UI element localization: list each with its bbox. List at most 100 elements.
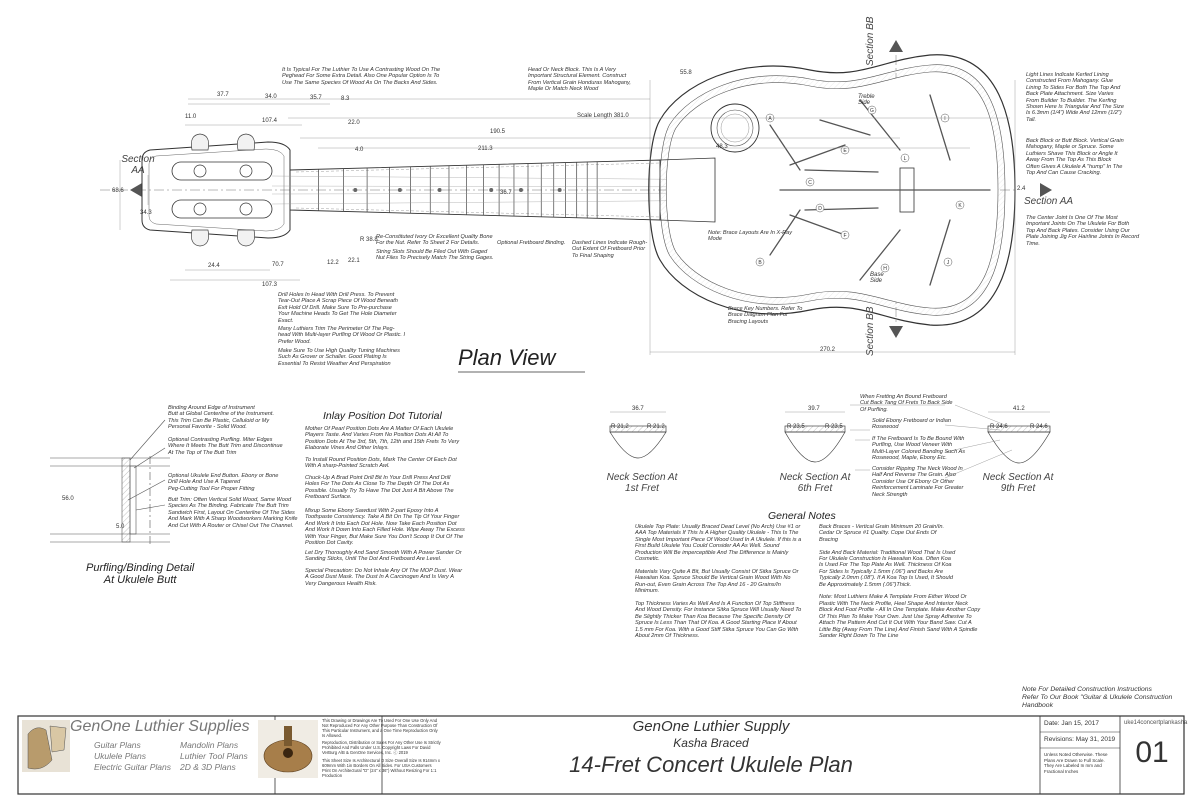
dim-label: 68.6 — [112, 188, 124, 194]
product-item: Luthier Tool Plans — [180, 751, 248, 761]
purfling-dim: 5.0 — [116, 524, 125, 530]
brace-key-letter: I — [944, 116, 945, 122]
section-aa-label-right: Section AA — [1024, 196, 1074, 207]
file-name: uke14concertplankasha — [1124, 720, 1188, 726]
brace-key-letter: F — [843, 233, 846, 239]
neck-section-title-1st: Neck Section At 1st Fret — [606, 472, 678, 494]
fretboard-note-tang: When Fretting An Bound Fretboard Cut Bac… — [860, 394, 953, 413]
note-peghead-overlay: It Is Typical For The Luthier To Use A C… — [282, 67, 441, 86]
inlay-p2: To Install Round Position Dots, Mark The… — [305, 457, 457, 470]
fretboard-note-bound: If The Fretboard Is To Be Bound With Pur… — [872, 436, 966, 462]
general-notes-right: Back Braces - Vertical Grain Minimum 20 … — [819, 524, 981, 639]
purfling-title: Purfling/Binding Detail At Ukulele Butt — [86, 562, 195, 586]
section-aa-label-left: Section AA — [121, 154, 155, 176]
note-nut: Re-Constituted Ivory Or Excellent Qualit… — [376, 234, 493, 247]
neck-section-title-6th: Neck Section At 6th Fret — [779, 472, 851, 494]
scale-length-label: Scale Length 381.0 — [577, 113, 629, 119]
purfling-note-binding: Binding Around Edge of Instrument Butt a… — [168, 405, 275, 431]
supply-name: GenOne Luthier Supply — [632, 718, 790, 735]
dim-label: 107.4 — [262, 118, 278, 124]
note-dashed-lines: Dashed Lines Indicate Rough- Out Extent … — [572, 240, 648, 259]
brace-key-letter: D — [818, 206, 822, 212]
neck-section-title-9th: Neck Section At 9th Fret — [982, 472, 1054, 494]
dim-label: 12.2 — [327, 260, 339, 266]
revision-label: Revisions: May 31, 2019 — [1044, 736, 1116, 743]
products-left: Guitar Plans Ukulele Plans Electric Guit… — [94, 740, 171, 773]
dimension-lines — [119, 80, 1016, 355]
brace-key-letter: E — [843, 148, 847, 154]
section-bb-label-top: Section BB — [865, 16, 876, 66]
bracing-type: Kasha Braced — [673, 736, 749, 750]
neck-section-drawings — [609, 404, 1051, 479]
brace-key-circle — [880, 263, 890, 273]
treble-side-label: Treble Side — [858, 94, 875, 107]
dim-label: 55.8 — [680, 70, 692, 76]
headstock — [141, 133, 291, 247]
note-xray: Note: Brace Layouts Are In X-Ray Mode — [708, 230, 793, 243]
fretboard-note-ripping: Consider Ripping The Neck Wood In Half A… — [872, 466, 964, 498]
position-dot — [489, 188, 494, 192]
dim-label: 22.0 — [348, 120, 360, 126]
dim-label: 36.7 — [500, 190, 512, 196]
section-bb-arrow-top — [889, 40, 903, 52]
neck-section-radius: R 21.2 — [611, 424, 629, 430]
dim-label: 270.2 — [820, 347, 836, 353]
dim-label: 2.4 — [1017, 186, 1026, 192]
neck-section-radius: R 21.2 — [647, 424, 665, 430]
sheet-number: 01 — [1135, 736, 1169, 769]
position-dot — [557, 188, 562, 192]
purfling-dim: 56.0 — [62, 496, 74, 502]
purfling-detail-drawing — [50, 419, 170, 544]
brace-key-letter: K — [958, 203, 962, 209]
neck-section-width: 36.7 — [632, 406, 644, 412]
title-block-frame — [17, 715, 1185, 795]
title-block-ukulele-photo — [258, 720, 318, 778]
dim-label: 24.4 — [208, 263, 220, 269]
note-fretboard-binding: Optional Fretboard Binding. — [497, 240, 566, 246]
copyright-2: Reproduction, Distribution or Sales For … — [322, 740, 441, 755]
note-trim-perimeter: Many Luthiers Trim The Perimeter Of The … — [278, 326, 406, 345]
inlay-p4: Mixup Some Ebony Sawdust With 2-part Epo… — [305, 508, 465, 547]
product-item: 2D & 3D Plans — [180, 762, 236, 772]
dim-label: 48.3 — [716, 144, 728, 150]
brace-key-letter: H — [883, 266, 887, 272]
neck-section-width: 39.7 — [808, 406, 820, 412]
brace-key-circle — [867, 105, 877, 115]
note-kerfed-lining: Light Lines Indicate Kerfed Lining Const… — [1026, 72, 1124, 123]
brace-key-circle — [815, 203, 825, 213]
note-string-slots: String Slots Should Be Filed Out With Ga… — [376, 249, 494, 262]
purfling-note-butt-trim: Butt Trim: Often Vertical Solid Wood, Sa… — [168, 497, 298, 529]
product-item: Ukulele Plans — [94, 751, 146, 761]
neck-section-radius: R 24.6 — [1030, 424, 1048, 430]
section-aa-arrow-right — [1040, 183, 1052, 197]
neck-section-radius: R 23.5 — [787, 424, 805, 430]
brace-key-circle — [840, 230, 850, 240]
construction-note: Note For Detailed Construction Instructi… — [1022, 686, 1173, 709]
general-notes-left: Ukulele Top Plate: Usually Braced Dead L… — [635, 524, 802, 639]
bass-side-label: Base Side — [870, 272, 884, 285]
copyright-1: This Drawing or Drawings Are To Used For… — [322, 718, 438, 738]
brace-key-circle — [755, 257, 765, 267]
purfling-note-endbutton: Optional Ukulele End Button. Ebony or Bo… — [168, 473, 279, 492]
brace-key-letter: A — [768, 116, 772, 122]
inlay-p6: Special Precaution: Do Not Inhale Any Of… — [305, 568, 463, 587]
product-item: Mandolin Plans — [180, 740, 239, 750]
copyright-3: This Sheet Size Is Architectural D Size … — [322, 758, 440, 778]
note-head-neck-block: Head Or Neck Block. This Is A Very Impor… — [528, 67, 631, 93]
note-brace-key: Brace Key Numbers. Refer To Brace Diagra… — [728, 306, 803, 325]
dim-label: 190.5 — [490, 129, 506, 135]
neck — [271, 159, 761, 221]
dim-label: 4.0 — [355, 147, 364, 153]
product-item: Guitar Plans — [94, 740, 141, 750]
brace-key-letter: L — [904, 156, 907, 162]
brace-key-circle — [955, 200, 965, 210]
dim-label: 22.1 — [348, 258, 360, 264]
brace-key-letter: J — [947, 260, 950, 266]
inlay-p3: Chuck-Up A Brad Point Drill Bit In Your … — [305, 475, 454, 501]
dim-label: R 38.8 — [360, 237, 378, 243]
dim-label: 107.3 — [262, 282, 278, 288]
note-drill-holes: Drill Holes In Head With Drill Press. To… — [278, 292, 398, 324]
